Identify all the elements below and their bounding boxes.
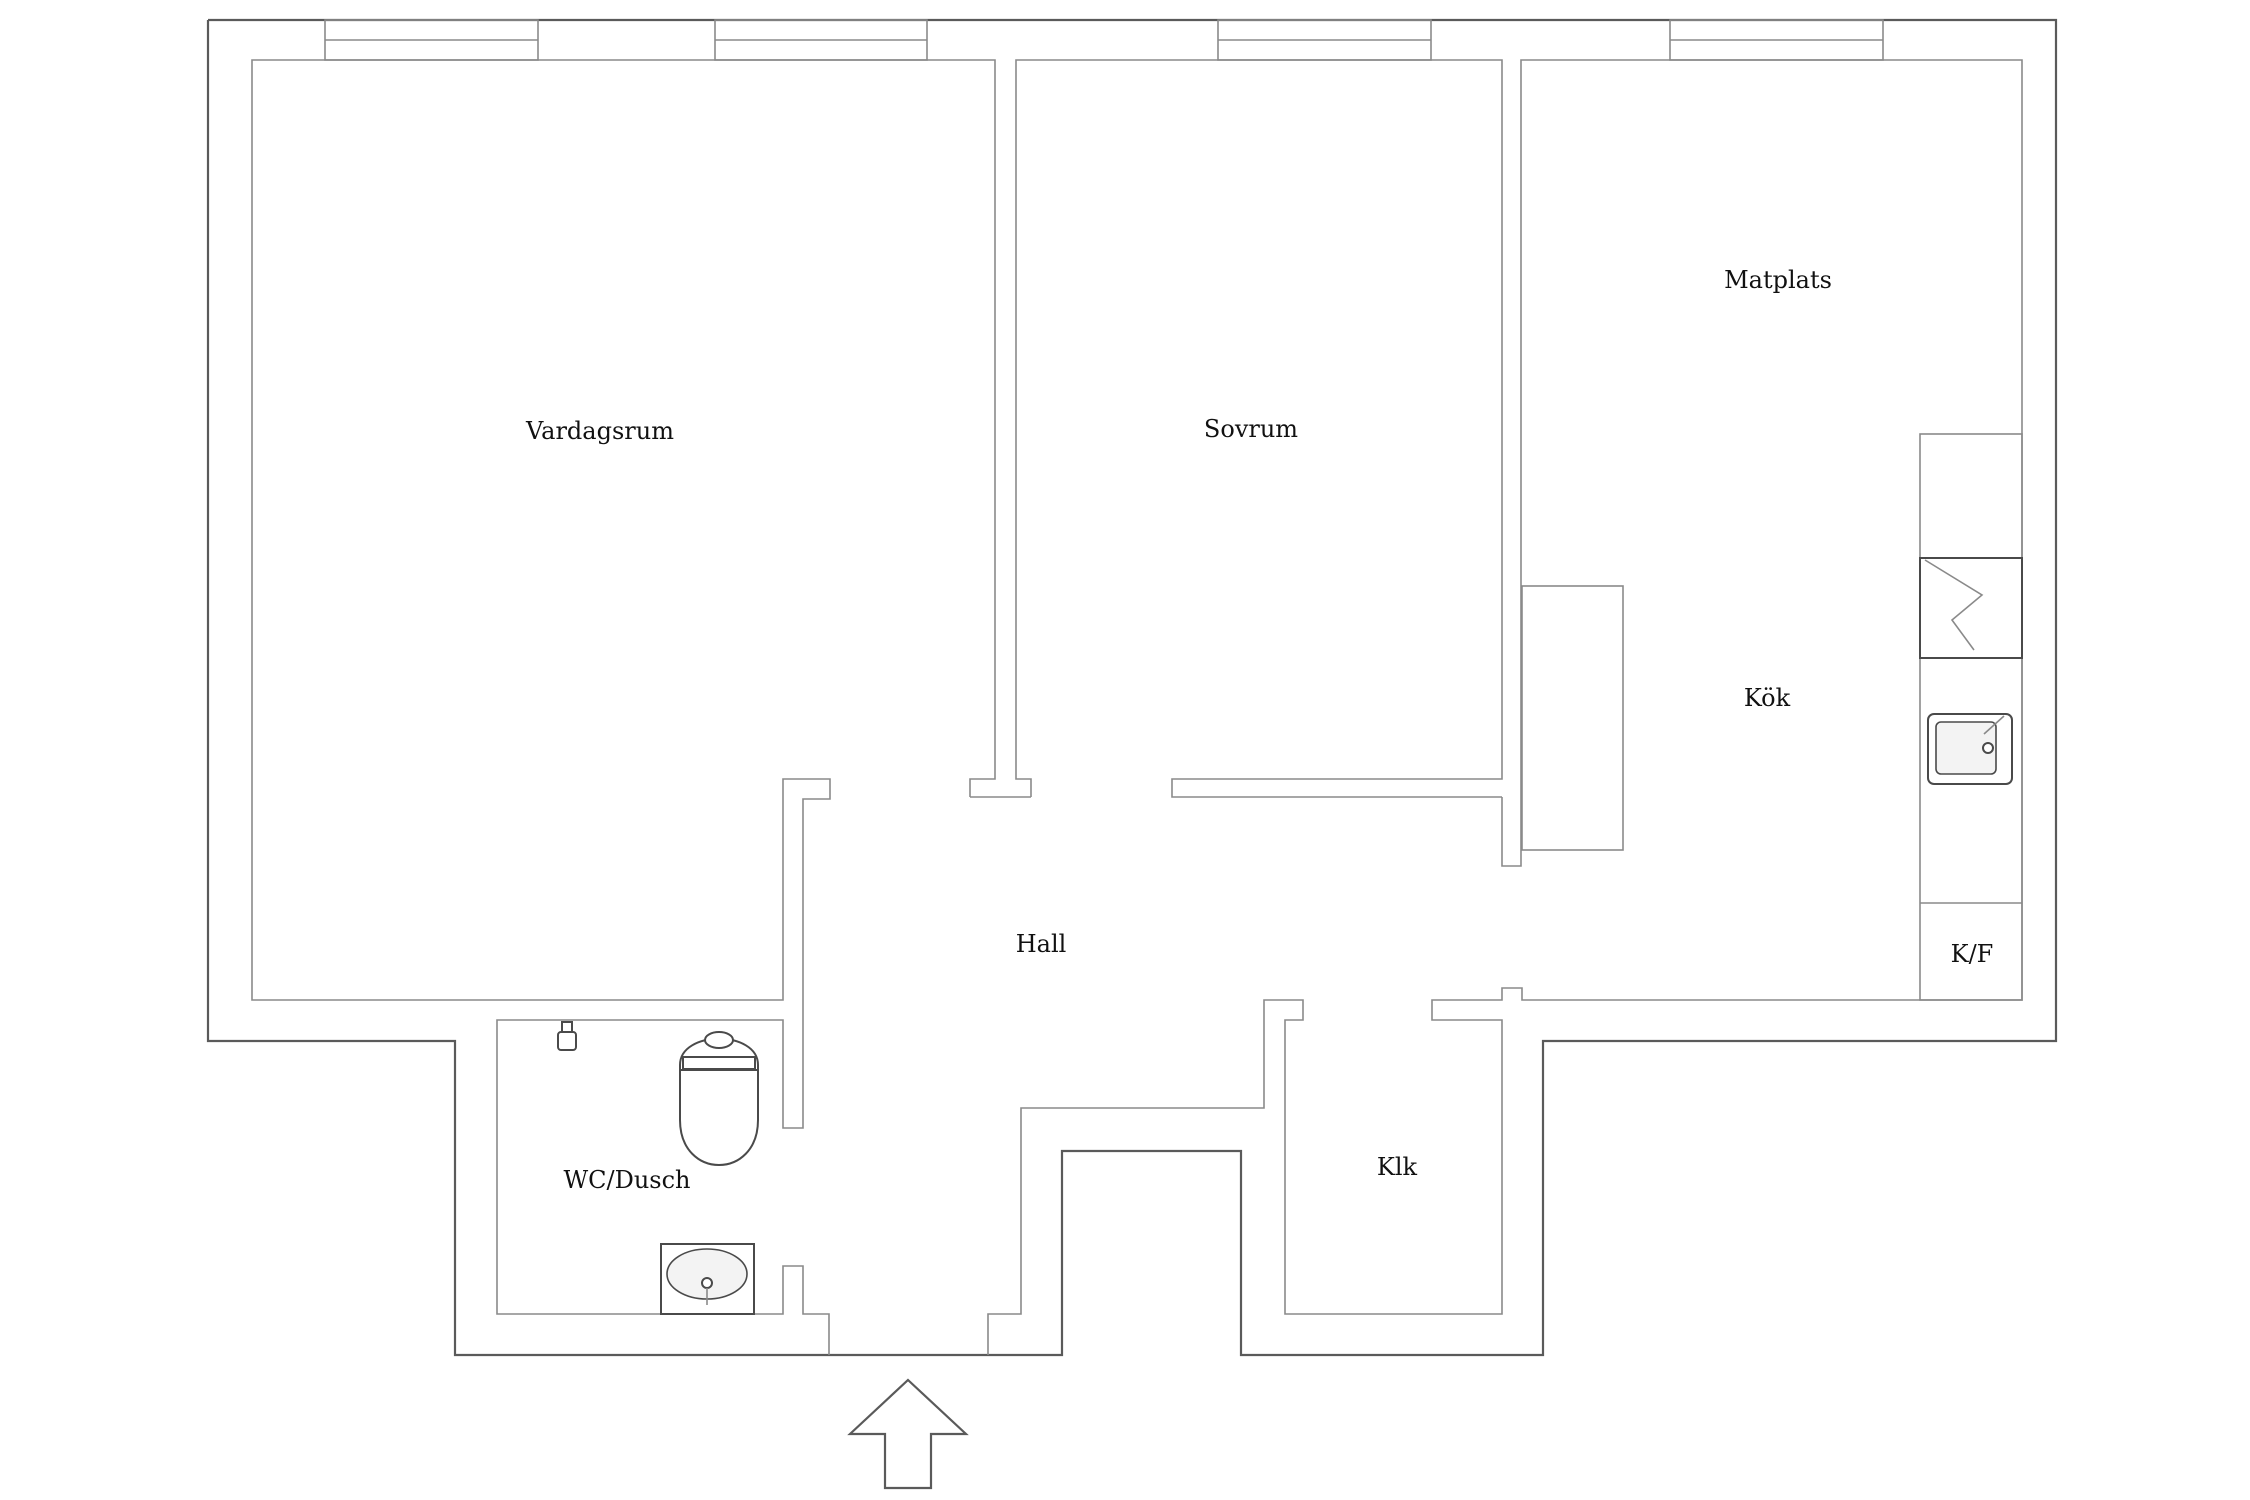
washbasin-icon	[660, 1243, 755, 1315]
shower-icon	[557, 1021, 577, 1051]
room-label-living: Vardagsrum	[525, 417, 674, 445]
kitchen-sink-icon	[1927, 713, 2013, 785]
room-label-bathroom: WC/Dusch	[563, 1166, 690, 1194]
toilet-icon	[679, 1031, 759, 1166]
windows	[324, 19, 1884, 61]
room-label-kitchen: Kök	[1744, 684, 1791, 712]
room-label-dining: Matplats	[1724, 266, 1832, 294]
room-label-hall: Hall	[1016, 930, 1067, 958]
room-label-fridge-freezer: K/F	[1951, 940, 1994, 968]
stove-icon	[1919, 557, 2023, 659]
entrance-arrow-icon	[847, 1378, 969, 1490]
room-label-closet: Klk	[1377, 1153, 1418, 1181]
room-label-bedroom: Sovrum	[1204, 415, 1298, 443]
outer-walls	[206, 18, 2058, 1357]
interior-walls	[251, 59, 2023, 1355]
